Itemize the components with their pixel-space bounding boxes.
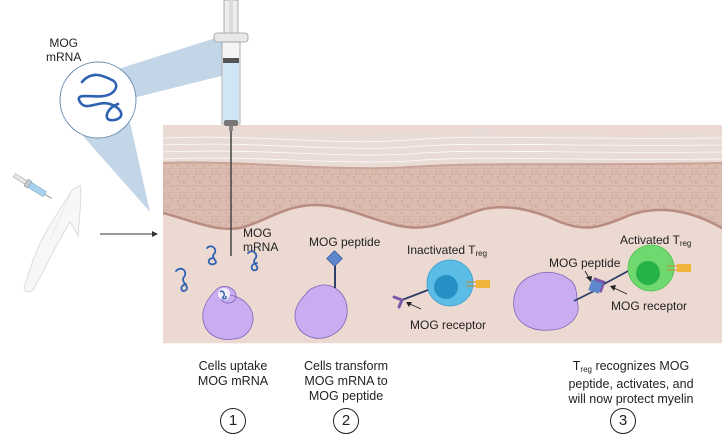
caption-step2: Cells transform MOG mRNA to MOG peptide [286,359,406,404]
skin-tissue [163,125,722,343]
bound-mog-peptide-icon [588,279,603,294]
activated-treg-sub: reg [679,239,692,248]
caption-step3-line3: will now protect myelin [568,392,694,406]
step-number-3: 3 [610,408,636,434]
caption-step3: Treg recognizes MOG peptide, activates, … [540,359,722,407]
process-arrow-head [152,231,158,237]
caption-step2-line3: MOG peptide [308,389,384,403]
inactivated-treg-label: Inactivated Treg [407,243,487,261]
mog-peptide-label-step2: MOG peptide [309,235,381,249]
inactivated-treg-prefix: Inactivated T [407,243,476,257]
small-syringe-icon [12,173,52,199]
caption-step1: Cells uptake MOG mRNA [178,359,288,389]
caption-step1-line1: Cells uptake [198,359,268,373]
zoom-cone-upper [115,35,225,100]
arm-illustration [23,184,82,293]
step-number-1: 1 [220,408,246,434]
cell-transform [294,284,348,339]
inset-label-line2: mRNA [46,50,82,64]
mog-receptor-label-step3: MOG receptor [611,299,688,313]
mog-peptide-icon [326,250,343,267]
caption-step2-line1: Cells transform [303,359,389,373]
inset-label: MOG mRNA [46,36,81,64]
caption-step3-line2: peptide, activates, and [568,377,694,391]
inset-label-line1: MOG [49,36,78,50]
cell-presenting [513,271,579,331]
caption-step3-prefix: T [572,359,581,373]
receptor-pointer-arrow [409,303,422,310]
cell-uptake [202,286,254,340]
antibody-icon [466,280,490,288]
caption-step3-rest: recognizes MOG [591,359,690,373]
caption-step2-line2: MOG mRNA to [304,374,388,388]
mrna-label: MOG mRNA [243,226,278,254]
mrna-strand-icon [77,73,123,122]
mog-peptide-label-step3: MOG peptide [549,256,621,270]
step-number-2: 2 [333,408,359,434]
caption-step3-sub: reg [580,365,592,374]
mrna-inset-circle [59,61,137,139]
mog-receptor-icon [392,295,404,309]
activated-treg-prefix: Activated T [620,233,680,247]
syringe-icon [213,0,249,256]
antibody-icon-active [667,264,691,272]
mog-receptor-label-step2: MOG receptor [410,318,487,332]
mrna-label-line1: MOG [243,226,272,240]
inactivated-treg-sub: reg [475,249,488,258]
caption-step3-line1: Treg recognizes MOG [540,359,722,377]
mrna-label-line2: mRNA [243,240,279,254]
activated-treg-label: Activated Treg [620,233,691,251]
caption-step1-line2: MOG mRNA [197,374,269,388]
